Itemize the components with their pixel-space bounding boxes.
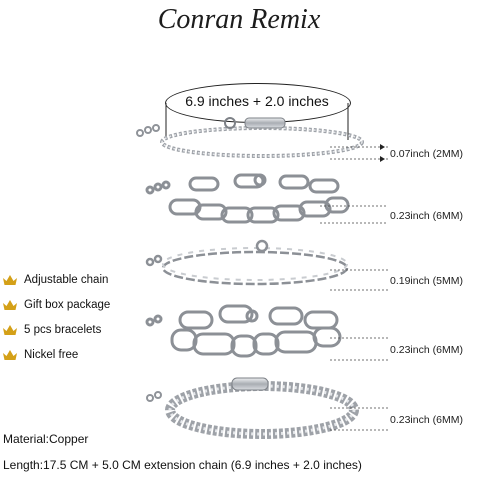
bracelet-paperclip-chain [145,173,350,224]
crown-icon [3,299,17,310]
crown-icon [3,324,17,335]
feature-item: Nickel free [3,349,78,361]
feature-item: Adjustable chain [3,274,108,286]
bracelet-figaro-chain [145,304,342,358]
width-label-4: 0.23inch (6MM) [390,344,463,356]
bracelet-curb-chain [146,377,359,439]
width-label-3: 0.19inch (5MM) [390,275,463,287]
feature-item: 5 pcs bracelets [3,324,101,336]
dimension-lines [320,146,388,431]
bracelet-rope-chain [136,117,364,158]
brand-name: Conran Remix [157,4,321,35]
length-text: Length:17.5 CM + 5.0 CM extension chain … [3,458,362,472]
feature-item: Gift box package [3,299,110,311]
size-label: 6.9 inches + 2.0 inches [185,93,329,109]
width-label-5: 0.23inch (6MM) [390,414,463,426]
width-label-2: 0.23inch (6MM) [390,210,463,222]
material-text: Material:Copper [3,432,89,446]
crown-icon [3,274,17,285]
crown-icon [3,349,17,360]
bracelet-cable-chain [145,239,349,286]
width-label-1: 0.07inch (2MM) [390,148,463,160]
brand-logo: Conran Remix [0,4,478,36]
